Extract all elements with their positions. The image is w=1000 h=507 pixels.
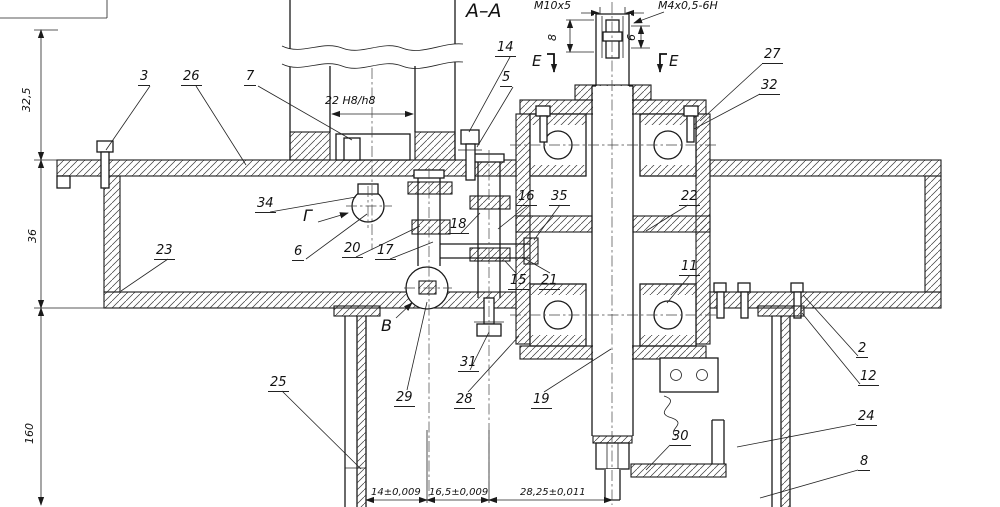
shaft-bottom-nut [592, 435, 633, 501]
flange-bolts [96, 129, 482, 189]
frame-corner [0, 0, 108, 19]
lower-bracket [630, 357, 727, 478]
section-e-arrows [547, 53, 667, 73]
support-legs [333, 305, 805, 507]
upper-column [281, 0, 464, 161]
left-dimension-chain [34, 29, 112, 506]
center-lines [346, 2, 716, 505]
callout-leaders [105, 56, 861, 499]
housing-section [56, 159, 942, 309]
central-bearing-unit [515, 84, 804, 360]
shaft-top-stud [594, 13, 631, 86]
main-shaft [591, 85, 634, 436]
